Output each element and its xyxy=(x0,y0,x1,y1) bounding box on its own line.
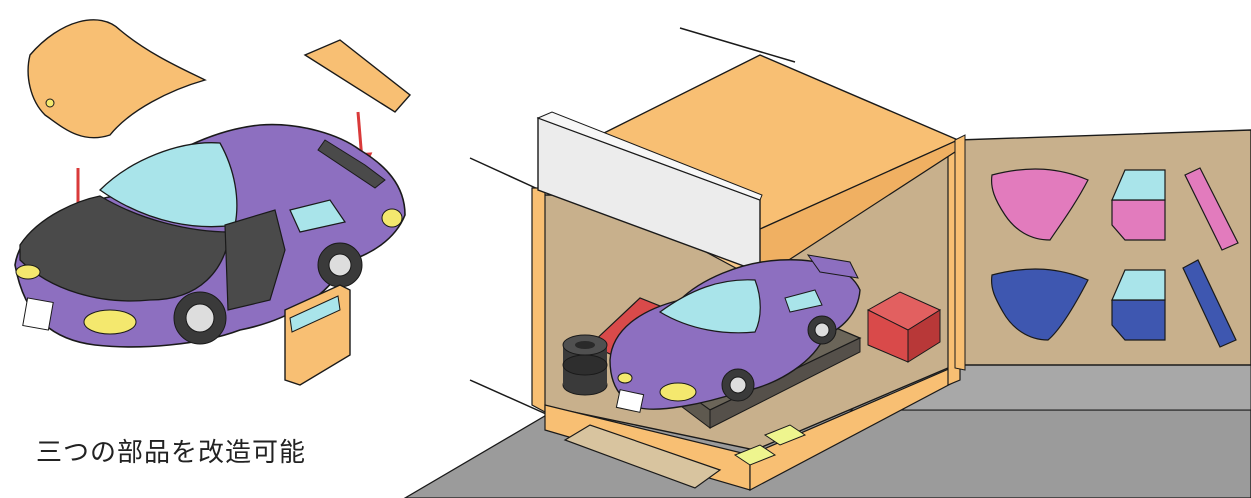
leader-line xyxy=(470,158,540,190)
garage-illustration xyxy=(405,28,1251,498)
box-frame-left xyxy=(532,188,545,412)
wheel xyxy=(174,292,226,344)
wheel xyxy=(318,243,362,287)
pink-door-part xyxy=(1112,200,1165,240)
headlight-right xyxy=(84,310,136,334)
hood-part xyxy=(28,20,205,138)
spoiler-part xyxy=(305,40,410,112)
caption-text: 三つの部品を改造可能 xyxy=(36,432,306,469)
tire-stack-icon xyxy=(563,335,607,395)
leader-line xyxy=(680,28,795,62)
blue-door-part xyxy=(1112,300,1165,340)
door-panel xyxy=(958,130,1251,365)
exploded-car-illustration xyxy=(15,20,410,385)
headlight-left xyxy=(16,265,40,279)
